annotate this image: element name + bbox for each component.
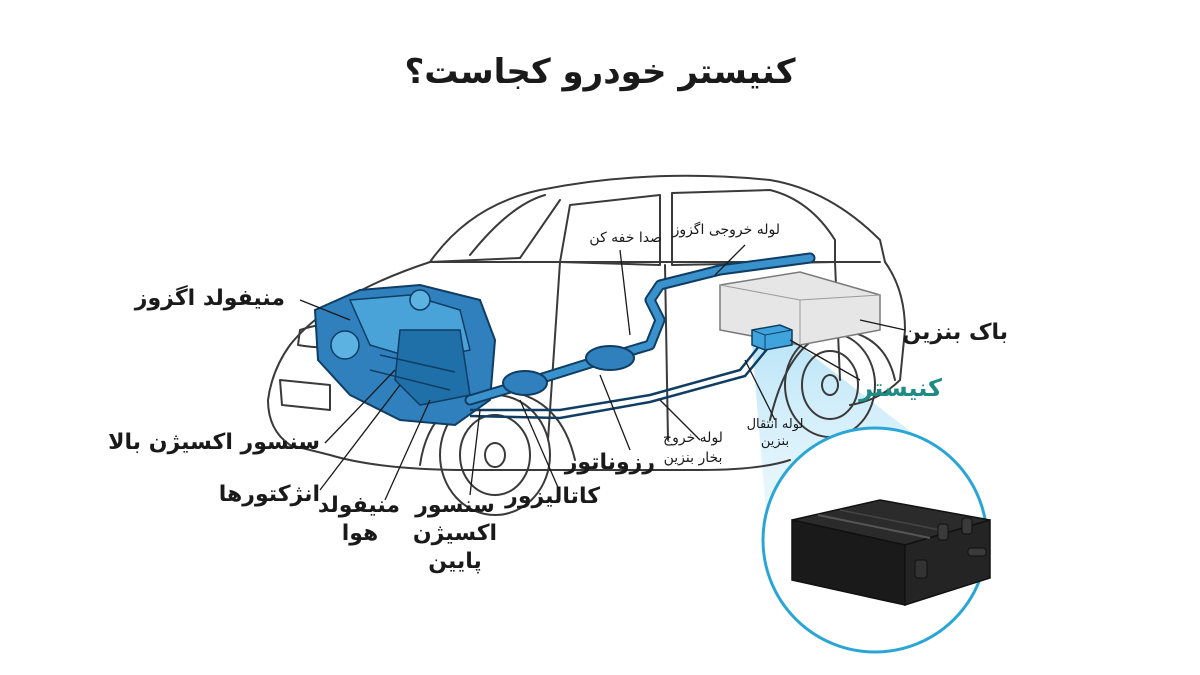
resonator-body — [585, 345, 635, 371]
label-muffler: صدا خفه کن — [589, 230, 662, 246]
label-resonator: رزوناتور — [564, 450, 655, 475]
label-fuel-transfer-pipe-line2: بنزین — [760, 434, 790, 449]
canister-on-car — [751, 324, 793, 351]
label-lower-o2-sensor: سنسور اکسیژن پایین — [410, 492, 500, 576]
page-title: کنیستر خودرو کجاست؟ — [404, 52, 796, 92]
label-fuel-transfer-pipe-line1: لوله انتقال — [746, 417, 804, 432]
label-exhaust-manifold: منیفولد اگزوز — [134, 286, 285, 311]
label-intake-manifold-line1: منیفولد — [317, 493, 400, 518]
label-vapor-pipe-line2: بخار بنزین — [663, 450, 723, 466]
label-intake-manifold-line2: هوا — [341, 521, 379, 546]
label-vapor-pipe: لوله خروج بخار بنزین — [648, 428, 738, 468]
catalyst-body — [502, 370, 548, 396]
label-canister: کنیستر — [859, 374, 942, 402]
exhaust-system — [464, 252, 816, 406]
leader-lines — [299, 244, 906, 501]
label-exhaust-outlet-pipe: لوله خروجی اگزوز — [672, 222, 780, 238]
vapor-lines — [469, 344, 769, 420]
label-vapor-pipe-line1: لوله خروج — [663, 430, 723, 446]
label-fuel-transfer-pipe: لوله انتقال بنزین — [735, 416, 815, 450]
engine-block — [313, 283, 497, 427]
label-catalyst: کاتالیزور — [505, 484, 600, 509]
label-lower-o2-sensor-line3: پایین — [428, 549, 482, 574]
fuel-tank — [719, 271, 881, 346]
label-lower-o2-sensor-line1: سنسور — [415, 493, 495, 518]
label-fuel-tank: باک بنزین — [902, 320, 1008, 345]
label-intake-manifold: منیفولد هوا — [317, 492, 400, 548]
label-upper-o2-sensor: سنسور اکسیژن بالا — [108, 430, 320, 455]
label-injectors: انژکتورها — [218, 482, 320, 507]
label-lower-o2-sensor-line2: اکسیژن — [412, 521, 498, 546]
canister-detail — [791, 499, 991, 607]
